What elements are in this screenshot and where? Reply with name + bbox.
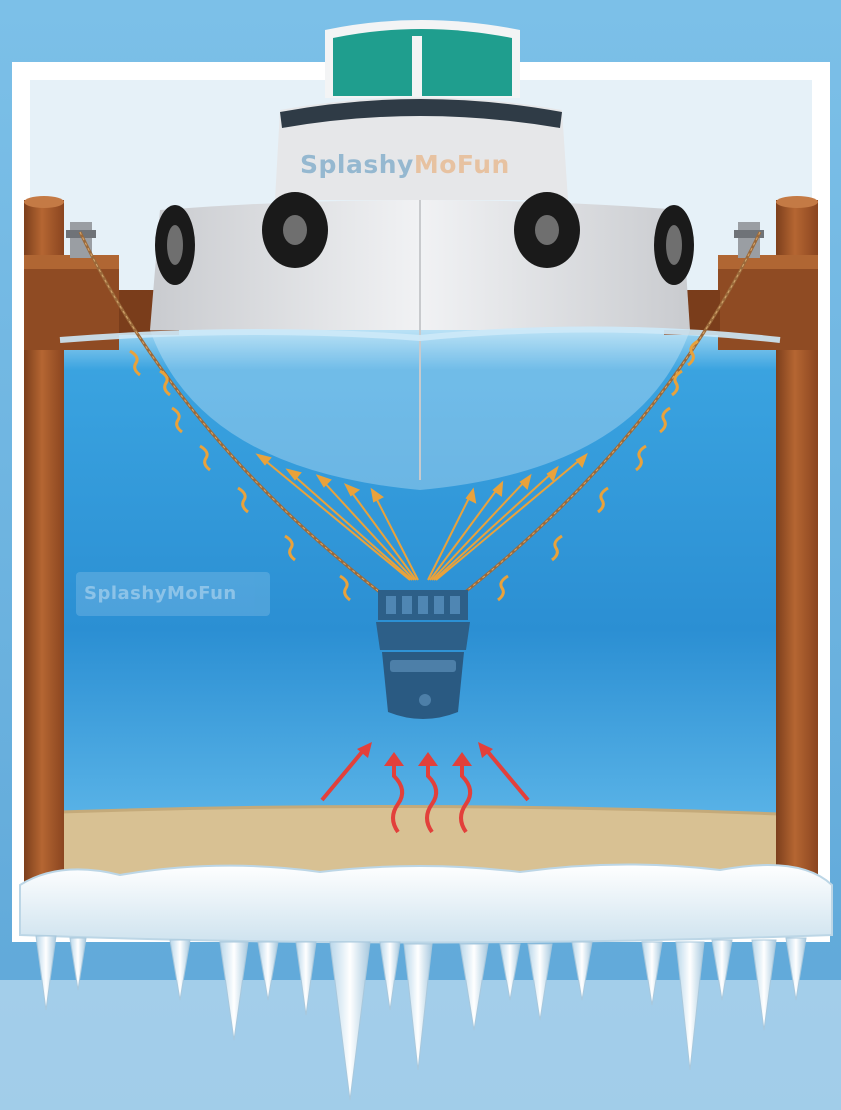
fender-icon (262, 192, 328, 268)
ice-ledge (20, 864, 832, 942)
watermark-part1: Splashy (300, 150, 414, 179)
watermark-part2: MoFun (167, 583, 237, 604)
watermark-water: SplashyMoFun (76, 572, 270, 616)
fender-icon (514, 192, 580, 268)
watermark-part2: MoFun (414, 150, 510, 179)
fender-icon (654, 205, 694, 285)
watermark-part1: Splashy (84, 583, 167, 604)
fender-icon (155, 205, 195, 285)
deicer-unit (376, 590, 470, 719)
watermark-boat: SplashyMoFun (300, 150, 510, 179)
